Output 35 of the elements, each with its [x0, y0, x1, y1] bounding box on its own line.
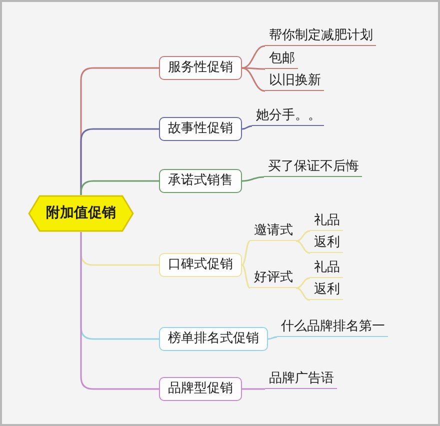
connector-line [80, 232, 159, 390]
subtopic-label: 买了保证不后悔 [264, 159, 362, 177]
connector-line [242, 264, 250, 289]
subtopic-label: 返利 [310, 235, 343, 253]
subtopic-label: 包邮 [265, 51, 298, 69]
topic-box: 口碑式促销 [159, 253, 242, 277]
subtopic-label: 帮你制定减肥计划 [265, 28, 376, 46]
connector-line [242, 125, 252, 130]
subtopic-label: 礼品 [310, 260, 343, 278]
connector-line [242, 45, 266, 69]
topic-box: 服务性促销 [159, 56, 242, 80]
connector-line [242, 67, 265, 70]
topic-box: 品牌型促销 [159, 377, 242, 401]
connector-line [296, 230, 310, 242]
connector-line [268, 336, 278, 340]
subtopic-label: 她分手。。 [252, 108, 324, 126]
subtopic-label: 品牌广告语 [265, 371, 337, 389]
connector-line [296, 240, 310, 254]
subtopic-label: 以旧换新 [265, 73, 324, 91]
central-topic-hexagon: 附加值促销 [28, 195, 134, 232]
subtopic-label: 好评式 [250, 270, 296, 288]
subtopic-label: 礼品 [310, 213, 343, 231]
subtopic-label: 邀请式 [250, 223, 296, 241]
topic-box: 承诺式销售 [159, 169, 242, 193]
connector-line [242, 67, 266, 92]
connector-line [242, 240, 250, 266]
topic-box: 榜单排名式促销 [159, 327, 268, 351]
subtopic-label: 什么品牌排名第一 [277, 319, 388, 337]
connector-line [242, 388, 265, 390]
connector-line [296, 287, 310, 301]
subtopic-label: 返利 [310, 282, 343, 300]
connector-line [296, 277, 310, 289]
connector-line [242, 176, 264, 182]
topic-box: 故事性促销 [159, 117, 242, 141]
connector-line [80, 180, 159, 195]
